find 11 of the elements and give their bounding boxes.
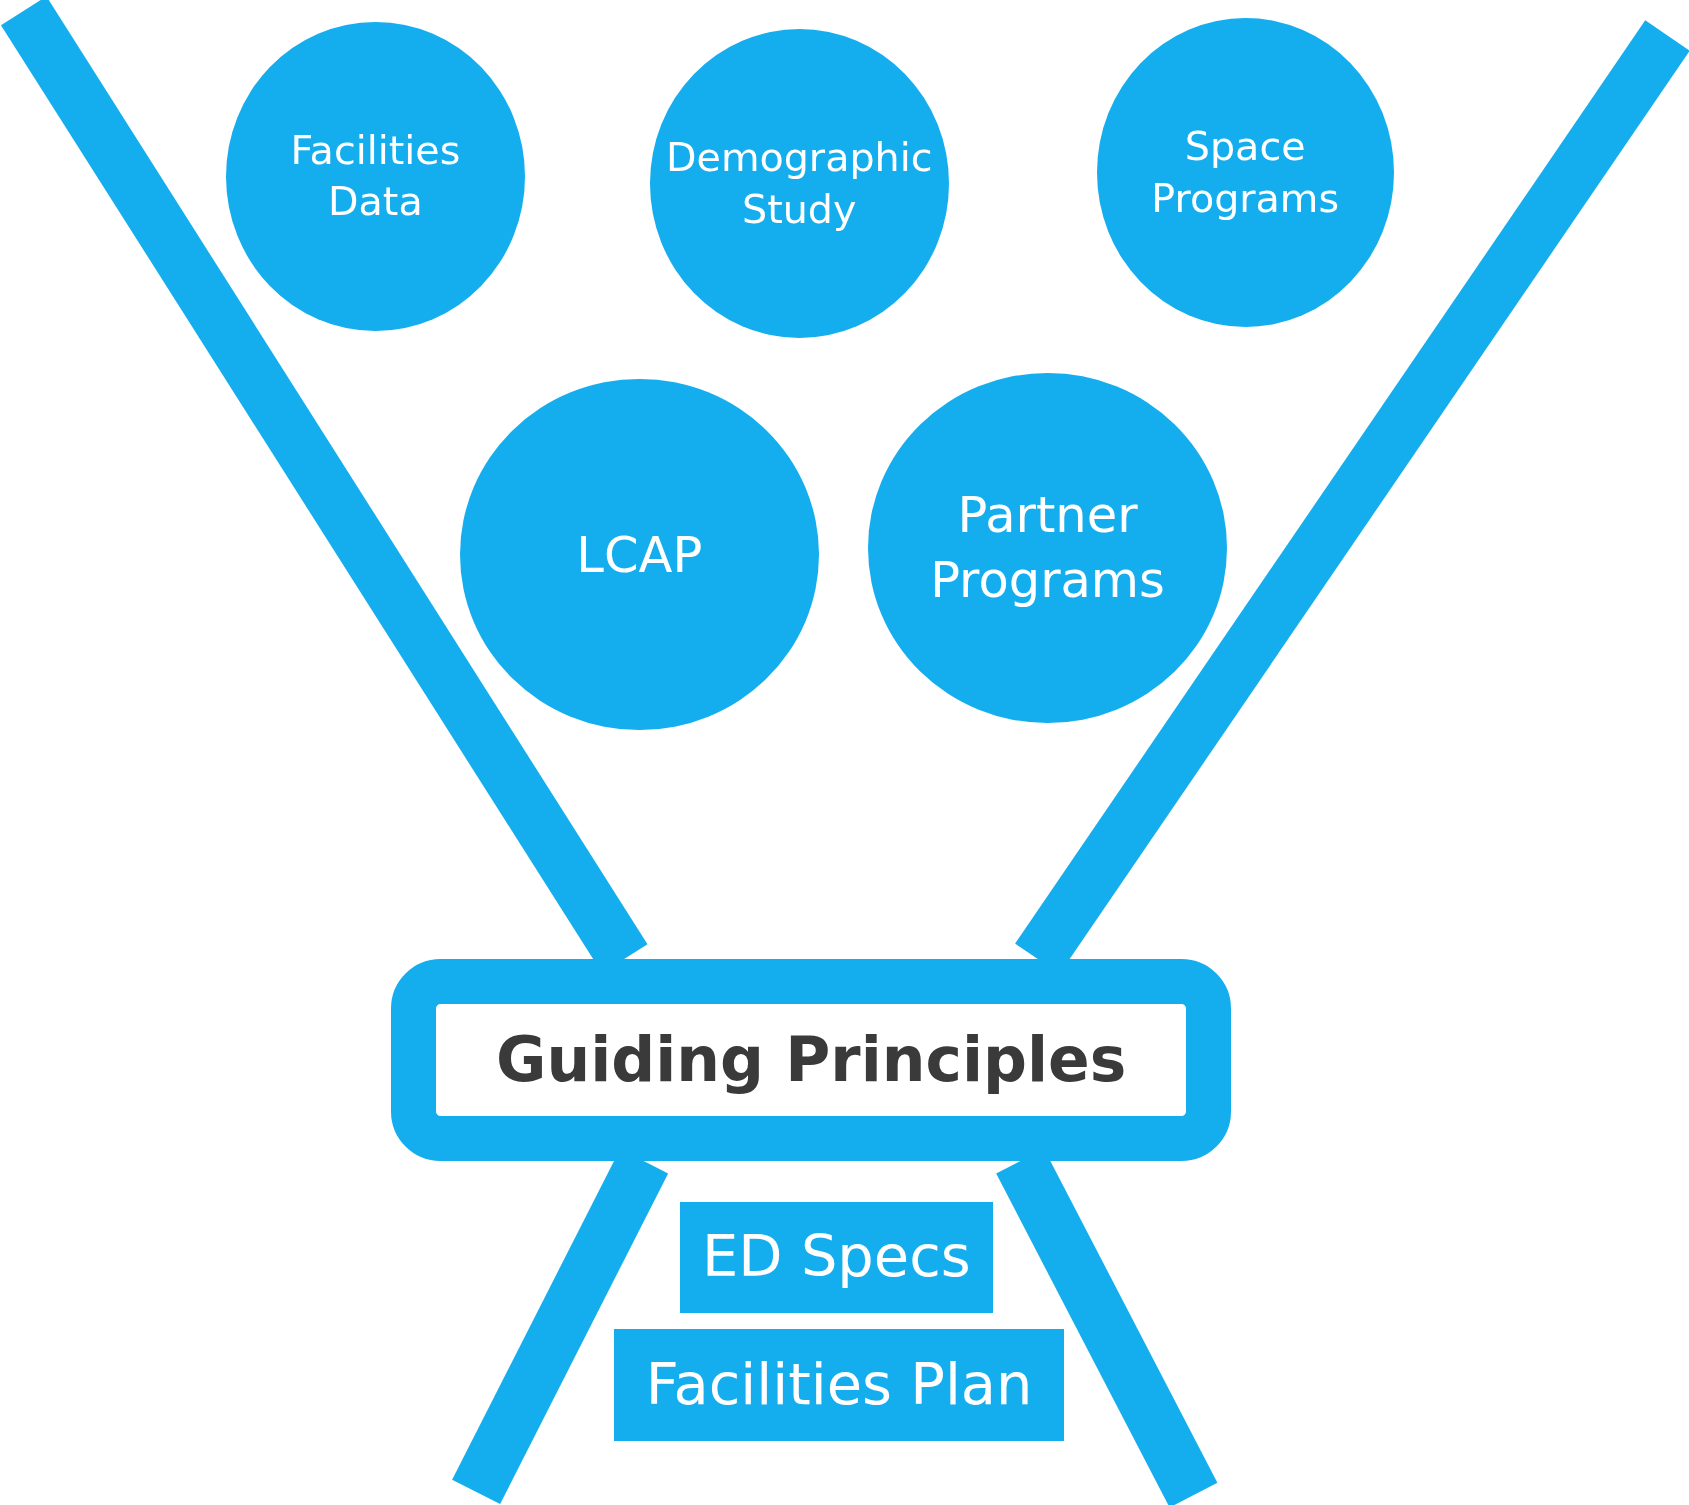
node-label: Facilities Data — [289, 125, 462, 227]
node-label: Demographic Study — [665, 133, 934, 234]
node-label: LCAP — [576, 524, 703, 586]
node-label: ED Specs — [702, 1222, 971, 1293]
node-label: Space Programs — [1150, 122, 1341, 223]
output-box — [614, 1329, 1065, 1442]
node-label: Facilities Plan — [645, 1349, 1033, 1420]
node-label: Partner Programs — [929, 485, 1166, 611]
heading-text: Guiding Principles — [495, 1023, 1127, 1097]
output-box — [679, 1202, 994, 1314]
principles-box — [391, 958, 1232, 1162]
